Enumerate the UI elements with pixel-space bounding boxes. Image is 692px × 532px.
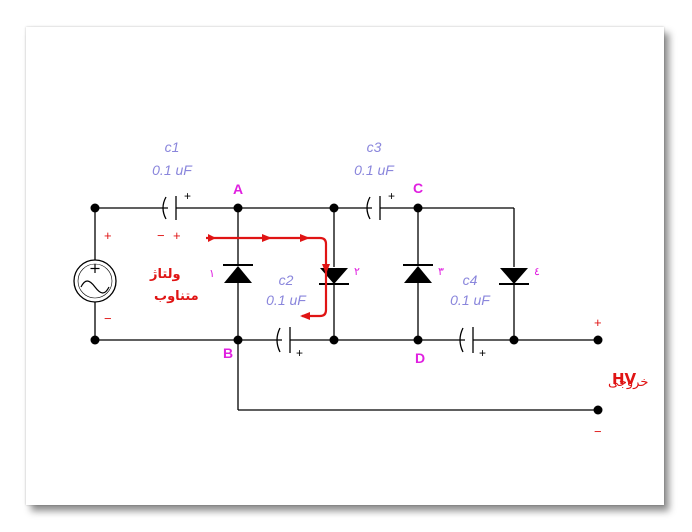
diode-2-icon (319, 268, 349, 285)
capacitor-c2-icon (276, 327, 291, 353)
diode-1-icon (223, 264, 253, 283)
c2-plus-sign: + (296, 346, 303, 360)
capacitor-c1-icon (162, 196, 177, 220)
c4-plus-sign: + (479, 346, 486, 360)
output-minus-sign: − (594, 424, 602, 439)
c3-plus-sign: + (388, 189, 395, 203)
diode-3-icon (403, 264, 433, 283)
diode-2-number: ٢ (354, 266, 360, 278)
source-minus-sign: − (104, 311, 112, 326)
node-a-label: A (233, 181, 243, 197)
output-text-label: خروجی (608, 375, 648, 390)
current-path-arrow-icon (206, 234, 330, 320)
junction-dots (90, 203, 603, 415)
c3-value: 0.1 uF (354, 162, 395, 178)
c1-red-minus: − (157, 228, 165, 243)
c2-value: 0.1 uF (266, 292, 307, 308)
c1-plus-sign: + (184, 189, 191, 203)
c1-red-plus: + (173, 228, 181, 243)
node-d-label: D (415, 350, 425, 366)
diode-1-number: ١ (209, 268, 215, 280)
c3-name: c3 (367, 139, 382, 155)
output-plus-sign: + (594, 315, 602, 330)
c4-name: c4 (463, 272, 478, 288)
node-b-label: B (223, 345, 233, 361)
capacitor-c3-icon (366, 196, 381, 220)
c4-value: 0.1 uF (450, 292, 491, 308)
diode-3-number: ٣ (438, 266, 444, 278)
source-plus-sign: + (104, 228, 112, 243)
node-c-label: C (413, 180, 423, 196)
diode-4-number: ٤ (534, 266, 540, 278)
c2-name: c2 (279, 272, 294, 288)
output-hv-label: HV (612, 370, 637, 388)
diode-4-icon (499, 268, 529, 285)
diagram-card (26, 27, 664, 505)
c1-name: c1 (165, 139, 180, 155)
ac-voltage-source-icon (73, 259, 117, 303)
c1-value: 0.1 uF (152, 162, 193, 178)
wires (94, 207, 598, 411)
capacitor-c4-icon (459, 327, 474, 353)
source-label-line1: ولتاژ (149, 267, 181, 282)
source-label-line2: متناوب (154, 289, 199, 304)
